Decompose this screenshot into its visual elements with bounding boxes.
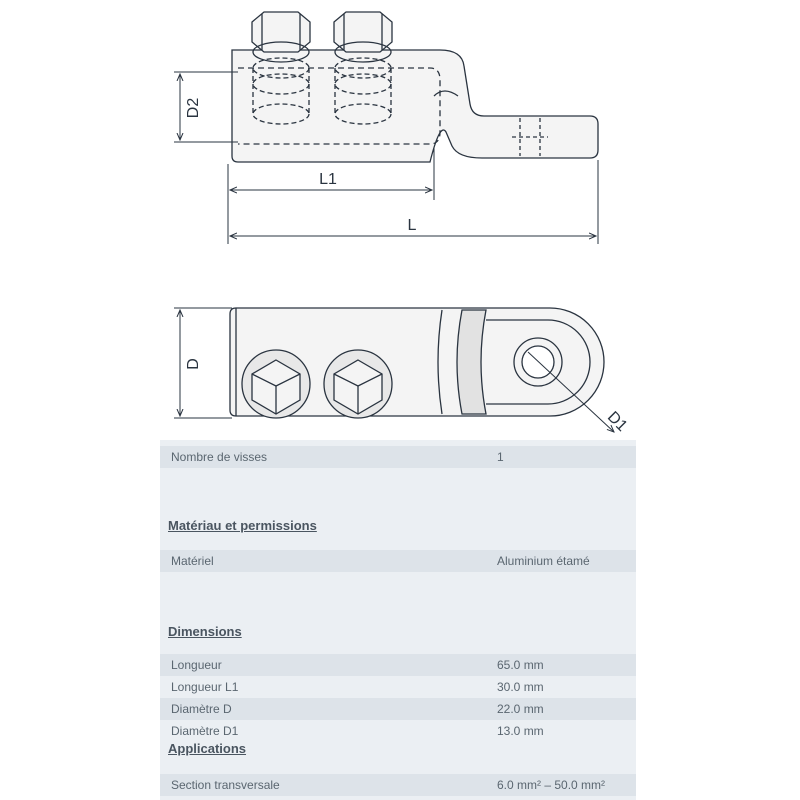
label-l: L [408, 217, 417, 234]
spec-row-diameter-d1: Diamètre D1 13.0 mm [160, 720, 636, 742]
lug-top-outline [229, 307, 605, 417]
screw-head-side-1 [251, 11, 311, 125]
screw-head-top-2 [323, 349, 393, 419]
spec-value: 22.0 mm [497, 702, 544, 716]
spec-value: 65.0 mm [497, 658, 544, 672]
spec-label: Longueur L1 [171, 680, 239, 694]
spec-label: Matériel [171, 554, 214, 568]
spec-value: 1 [497, 450, 504, 464]
label-d1: D1 [604, 409, 631, 436]
lug-side-outline [231, 49, 599, 163]
section-heading-material: Matériau et permissions [168, 518, 317, 533]
label-d: D [185, 358, 202, 370]
spec-label: Section transversale [171, 778, 280, 792]
top-dimensions [174, 307, 614, 432]
transition-band [456, 309, 487, 415]
label-l1: L1 [319, 171, 337, 188]
spec-value: 30.0 mm [497, 680, 544, 694]
spec-value: Aluminium étamé [497, 554, 590, 568]
bore-hidden-lines [238, 67, 441, 145]
side-view [231, 11, 599, 163]
label-d2: D2 [185, 98, 202, 119]
spec-value: 13.0 mm [497, 724, 544, 738]
spec-row-length: Longueur 65.0 mm [160, 654, 636, 676]
spec-row-cross-section: Section transversale 6.0 mm² – 50.0 mm² [160, 774, 636, 796]
section-heading-applications: Applications [168, 741, 247, 756]
specifications-panel: Nombre de visses 1 Matériau et permissio… [160, 440, 636, 800]
spec-label: Diamètre D1 [171, 724, 239, 738]
spec-value: 6.0 mm² – 50.0 mm² [497, 778, 606, 792]
side-dimensions [174, 71, 599, 244]
spec-row-diameter-d: Diamètre D 22.0 mm [160, 698, 636, 720]
spec-label: Longueur [171, 658, 222, 672]
section-heading-dimensions: Dimensions [168, 624, 242, 639]
technical-drawing: D2 L1 L [174, 11, 631, 436]
screw-head-side-2 [333, 11, 393, 125]
spec-label: Nombre de visses [171, 450, 268, 464]
spec-row-screws: Nombre de visses 1 [160, 446, 636, 468]
screw-head-top-1 [241, 349, 311, 419]
top-view [229, 307, 605, 419]
spec-row-material: Matériel Aluminium étamé [160, 550, 636, 572]
spec-row-length-l1: Longueur L1 30.0 mm [160, 676, 636, 698]
spec-label: Diamètre D [171, 702, 232, 716]
